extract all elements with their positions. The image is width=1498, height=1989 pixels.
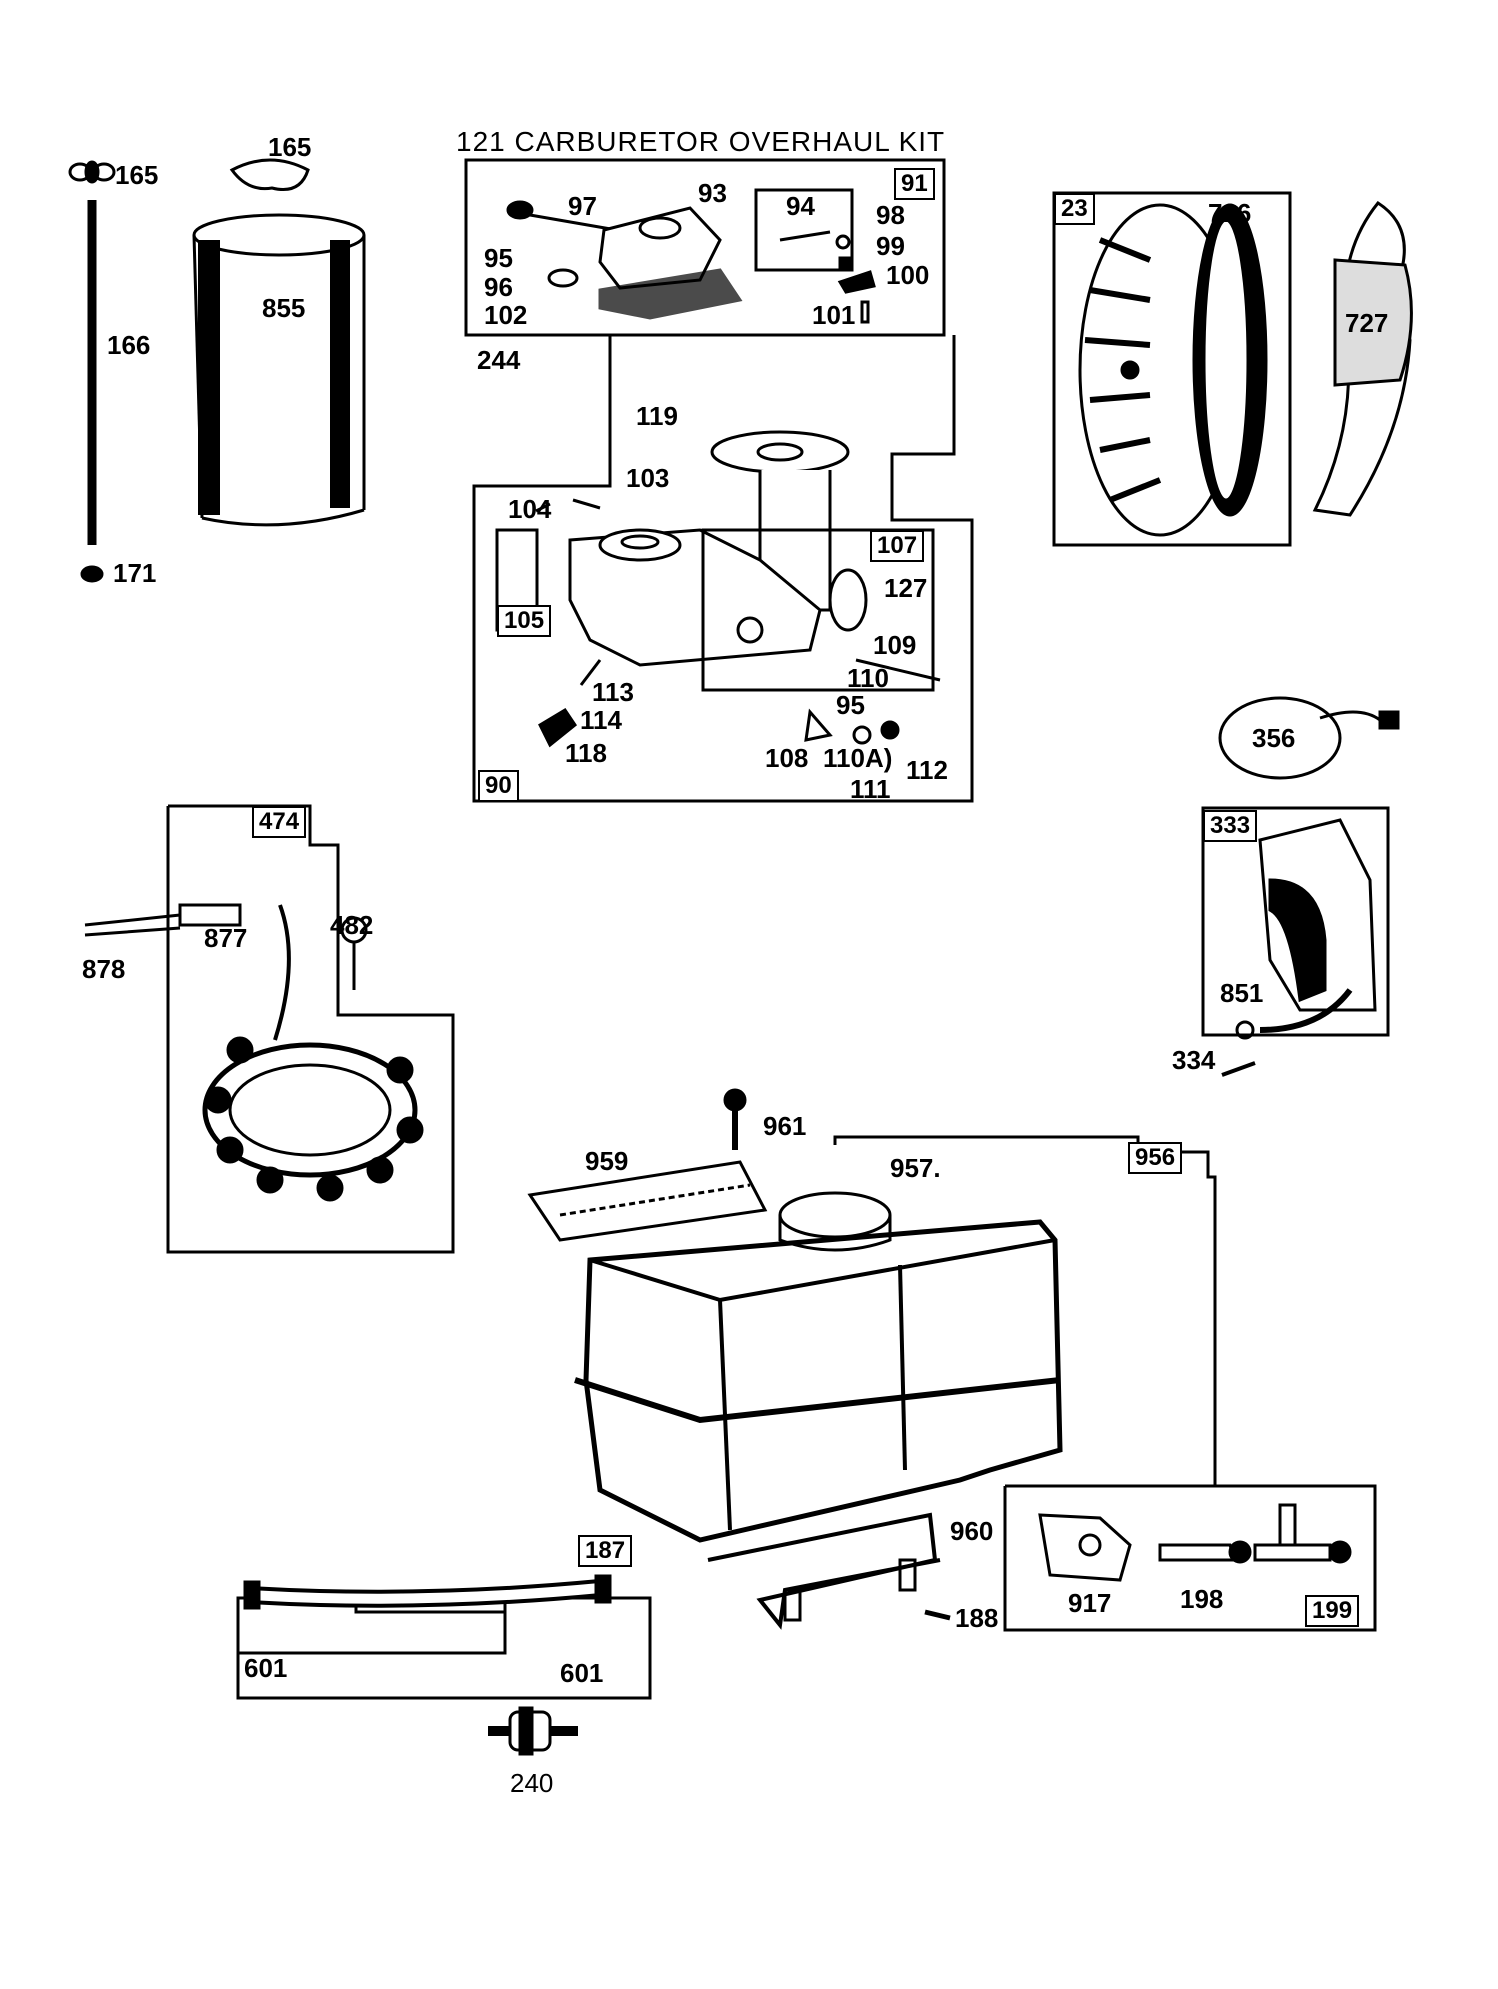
label-113: 113 (592, 677, 634, 707)
label-474: 474 (252, 806, 307, 839)
flywheel-726 (1078, 203, 1268, 537)
cover-727 (1312, 201, 1413, 517)
box-199 (1003, 1484, 1377, 1632)
kit-title: 121 CARBURETOR OVERHAUL KIT (456, 126, 946, 157)
label-959: 959 (585, 1146, 629, 1176)
label-166: 166 (107, 330, 151, 360)
label-198: 198 (1180, 1584, 1224, 1614)
label-727: 727 (1345, 308, 1389, 338)
rod-166 (68, 160, 116, 583)
label-110: 110 (847, 663, 889, 693)
label-93: 93 (698, 178, 727, 208)
label-98: 98 (876, 200, 905, 230)
label-99: 99 (876, 231, 905, 261)
wing-nut-165 (229, 158, 310, 191)
label-101: 101 (812, 300, 856, 330)
label-91: 91 (894, 168, 935, 201)
label-171: 171 (113, 558, 157, 588)
label-109: 109 (873, 630, 917, 660)
label-187: 187 (578, 1535, 633, 1568)
label-96: 96 (484, 272, 513, 302)
label-726: 726 (1208, 198, 1252, 228)
screw-961 (723, 1088, 747, 1150)
label-851: 851 (1220, 978, 1264, 1008)
label-165: 165 (268, 132, 312, 162)
heat-shield-959 (527, 1160, 768, 1242)
label-110a: 110A) (823, 743, 893, 773)
wire-356 (1218, 696, 1400, 780)
ignition-armature (1235, 818, 1377, 1040)
label-917: 917 (1068, 1588, 1112, 1618)
kit-box-91 (464, 158, 946, 337)
label-94: 94 (786, 191, 815, 221)
flywheel-box-23 (1052, 191, 1292, 547)
label-100: 100 (886, 260, 930, 290)
box-474 (166, 804, 455, 1254)
label-103: 103 (626, 463, 670, 493)
label-482: 482 (330, 910, 374, 940)
label-877: 877 (204, 923, 248, 953)
label-95-lower: 95 (836, 690, 865, 720)
label-114: 114 (580, 705, 622, 735)
label-23: 23 (1054, 193, 1095, 226)
label-960: 960 (950, 1516, 994, 1546)
label-112: 112 (906, 755, 948, 785)
carb-kit-parts (506, 200, 876, 324)
fuel-filter-240 (488, 1706, 578, 1756)
bracket-960 (707, 1512, 941, 1630)
label-199: 199 (1305, 1595, 1360, 1628)
label-855: 855 (262, 293, 306, 323)
label-127: 127 (884, 573, 928, 603)
label-97: 97 (568, 191, 597, 221)
label-956: 956 (1128, 1142, 1183, 1175)
box-333 (1201, 806, 1390, 1037)
label-601-left: 601 (244, 1653, 288, 1683)
label-878: 878 (82, 954, 126, 984)
label-111: 111 (850, 774, 891, 804)
label-333: 333 (1203, 810, 1258, 843)
label-188: 188 (955, 1603, 999, 1633)
carburetor-body (535, 430, 941, 748)
label-356: 356 (1252, 723, 1296, 753)
label-105: 105 (497, 605, 552, 638)
label-108: 108 (765, 743, 809, 773)
screw-334 (1221, 1061, 1256, 1077)
label-240: 240 (510, 1768, 554, 1798)
fuel-tank (574, 1191, 1063, 1543)
fuel-hose (243, 1574, 612, 1610)
fittings-199 (1038, 1503, 1352, 1582)
label-244: 244 (477, 345, 521, 375)
label-601-right: 601 (560, 1658, 604, 1688)
screw-188 (924, 1609, 951, 1621)
cylinder-855 (192, 213, 366, 527)
carb-body-outline (466, 333, 974, 803)
label-334: 334 (1172, 1045, 1216, 1075)
label-107: 107 (870, 530, 925, 563)
label-165-nut: 165 (115, 160, 159, 190)
stator (84, 903, 424, 1202)
label-118: 118 (565, 738, 607, 768)
label-961: 961 (763, 1111, 807, 1141)
label-90: 90 (478, 770, 519, 803)
label-95: 95 (484, 243, 513, 273)
box-187 (236, 1596, 652, 1700)
label-104: 104 (508, 494, 552, 524)
label-957: 957. (890, 1153, 941, 1183)
label-119: 119 (636, 401, 678, 431)
label-102: 102 (484, 300, 528, 330)
